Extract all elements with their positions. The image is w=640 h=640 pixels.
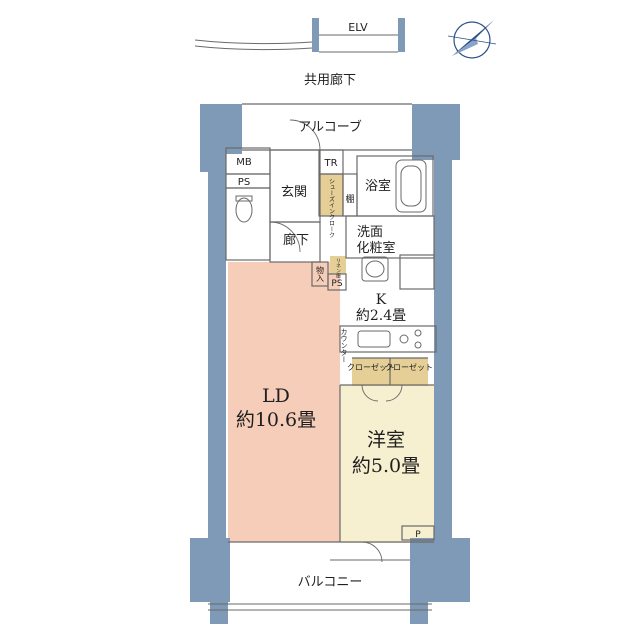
ld-size: 約10.6畳: [236, 409, 316, 431]
balcony-label: バルコニー: [298, 575, 363, 590]
shoe-cloak-label: シューズインクローク: [328, 178, 335, 238]
linen-floor: [330, 256, 346, 274]
elevator-area: [194, 18, 405, 53]
storage-label: 物入: [316, 265, 325, 282]
linen-label: リネン庫: [335, 258, 341, 279]
ld-floor: [228, 262, 340, 542]
bath-label: 浴室: [365, 178, 391, 194]
closet-b-label: クローゼット: [385, 362, 433, 372]
mb-label: MB: [236, 157, 252, 168]
shelf-label: 棚: [345, 193, 354, 205]
closet-a-label: クローゼット: [347, 362, 395, 372]
ps-mid-label: PS: [331, 279, 342, 289]
toilet: [235, 195, 253, 223]
western-room-floor: [340, 385, 436, 543]
ld-name: LD: [262, 385, 290, 407]
counter-label: カウンター: [340, 328, 348, 363]
hallway-label: 廊下: [283, 232, 309, 248]
outer-walls: [190, 104, 470, 624]
wash-basin: [361, 256, 389, 282]
washroom-label-1: 洗面: [357, 225, 383, 240]
washroom-label-2: 化粧室: [356, 240, 395, 256]
alcove-label: アルコーブ: [298, 119, 362, 135]
tr-label: TR: [323, 158, 337, 169]
balcony-rail: [208, 603, 432, 611]
north-arrow-compass-icon: [447, 20, 497, 59]
kitchen-name: K: [376, 292, 387, 308]
shoe-closet-floor: [319, 174, 343, 216]
kitchen-fixtures: [357, 329, 422, 349]
p-label: P: [415, 530, 421, 540]
genkan-label: 玄関: [281, 185, 307, 200]
ps-top-label: PS: [238, 177, 250, 188]
kitchen-size: 約2.4畳: [356, 308, 406, 324]
interior-walls: [225, 103, 437, 543]
bathtub: [395, 159, 427, 213]
closet-floor-a: [352, 358, 390, 386]
common-corridor-label: 共用廊下: [304, 72, 356, 88]
closet-floor-b: [390, 358, 428, 386]
elv-label: ELV: [348, 21, 368, 34]
door-swings: [269, 119, 410, 563]
western-room-size: 約5.0畳: [352, 455, 420, 477]
western-room-name: 洋室: [367, 429, 405, 451]
